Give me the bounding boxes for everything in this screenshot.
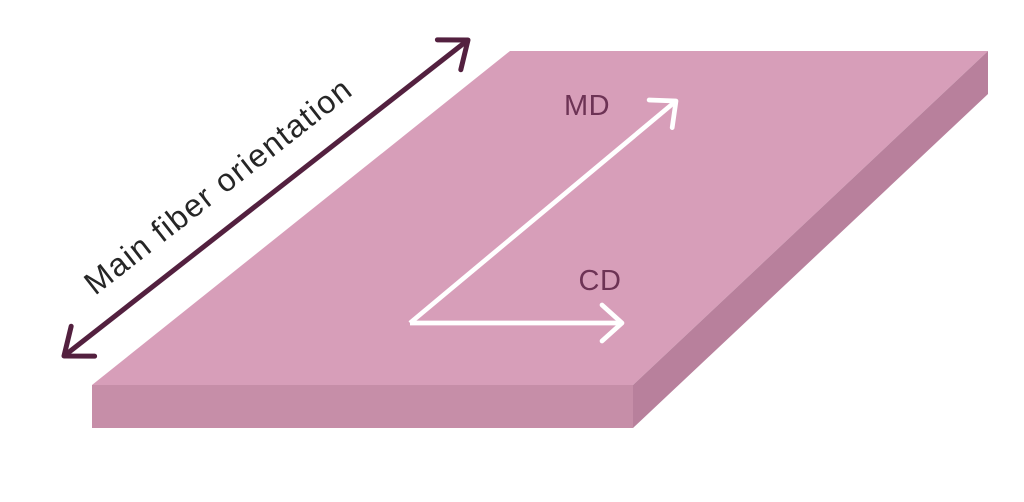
machine-direction-indicator: MD [408, 90, 679, 325]
sheet-front-face [92, 385, 633, 428]
fiber-orientation-arrow [61, 37, 471, 359]
cd-label: CD [579, 265, 622, 297]
sheet-right-face [633, 51, 988, 428]
cross-direction-indicator: CD [410, 265, 625, 344]
md-arrow [408, 97, 679, 325]
paper-sheet [92, 51, 988, 428]
md-label: MD [564, 90, 610, 122]
